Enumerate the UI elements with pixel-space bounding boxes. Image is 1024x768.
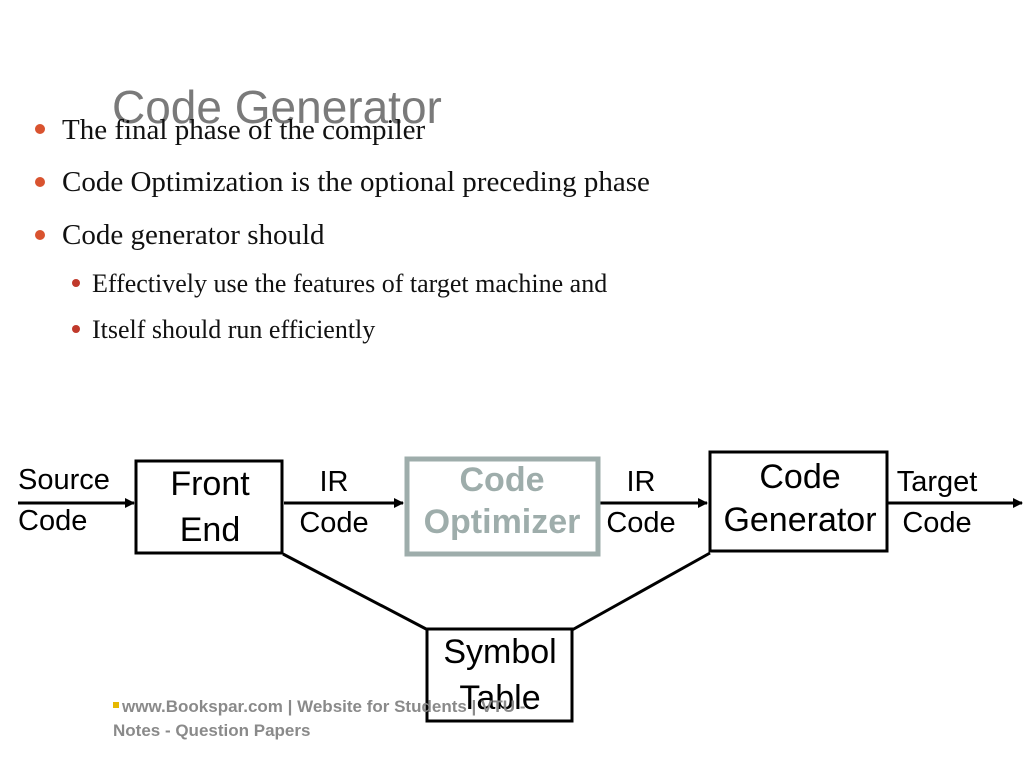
code-generator-label: Generator [723, 501, 876, 539]
front-end-label: End [180, 511, 241, 549]
ir-code-label: IR [320, 466, 349, 498]
bullet-list: The final phase of the compiler Code Opt… [35, 114, 650, 344]
symbol-table-label: Symbol [443, 633, 556, 671]
footer: www.Bookspar.com | Website for Students … [113, 695, 533, 743]
front-end-box [134, 459, 284, 555]
ir-code-label: Code [606, 507, 675, 539]
footer-link-text[interactable]: www.Bookspar.com | Website for Students … [122, 697, 526, 716]
source-code-label: Source [18, 464, 110, 496]
sub-bullet-item: Effectively use the features of target m… [92, 269, 608, 298]
bullet-item: Code Optimization is the optional preced… [62, 166, 650, 198]
ir-code-label: IR [627, 466, 656, 498]
bullet-dot [35, 230, 45, 240]
code-generator-label: Code [759, 458, 840, 496]
symbol-table-box [425, 627, 574, 723]
bullet-dot [35, 124, 45, 134]
link-frontend-symtab [282, 552, 429, 632]
target-code-label: Code [902, 507, 971, 539]
sub-bullet-dot [72, 279, 80, 287]
link-generator-symtab [571, 551, 711, 632]
sub-bullet-item: Itself should run efficiently [92, 315, 376, 344]
target-code-label: Target [897, 466, 978, 498]
bullet-item: The final phase of the compiler [62, 114, 426, 146]
code-optimizer-box [404, 456, 601, 557]
symbol-table-label: Table [459, 679, 540, 717]
ir-code-label: Code [299, 507, 368, 539]
bullet-dot [35, 177, 45, 187]
source-code-label: Code [18, 505, 87, 537]
code-generator-box [708, 450, 889, 553]
sub-bullet-dot [72, 325, 80, 333]
footer-line: Notes - Question Papers [113, 721, 311, 740]
front-end-label: Front [170, 465, 250, 503]
code-optimizer-label: Optimizer [424, 503, 581, 541]
code-optimizer-label: Code [460, 461, 545, 499]
bullet-item: Code generator should [62, 219, 325, 251]
slide-title: Code Generator [112, 81, 442, 133]
footer-line: www.Bookspar.com | Website for Students … [113, 695, 533, 719]
footer-bullet-mark [113, 701, 119, 708]
